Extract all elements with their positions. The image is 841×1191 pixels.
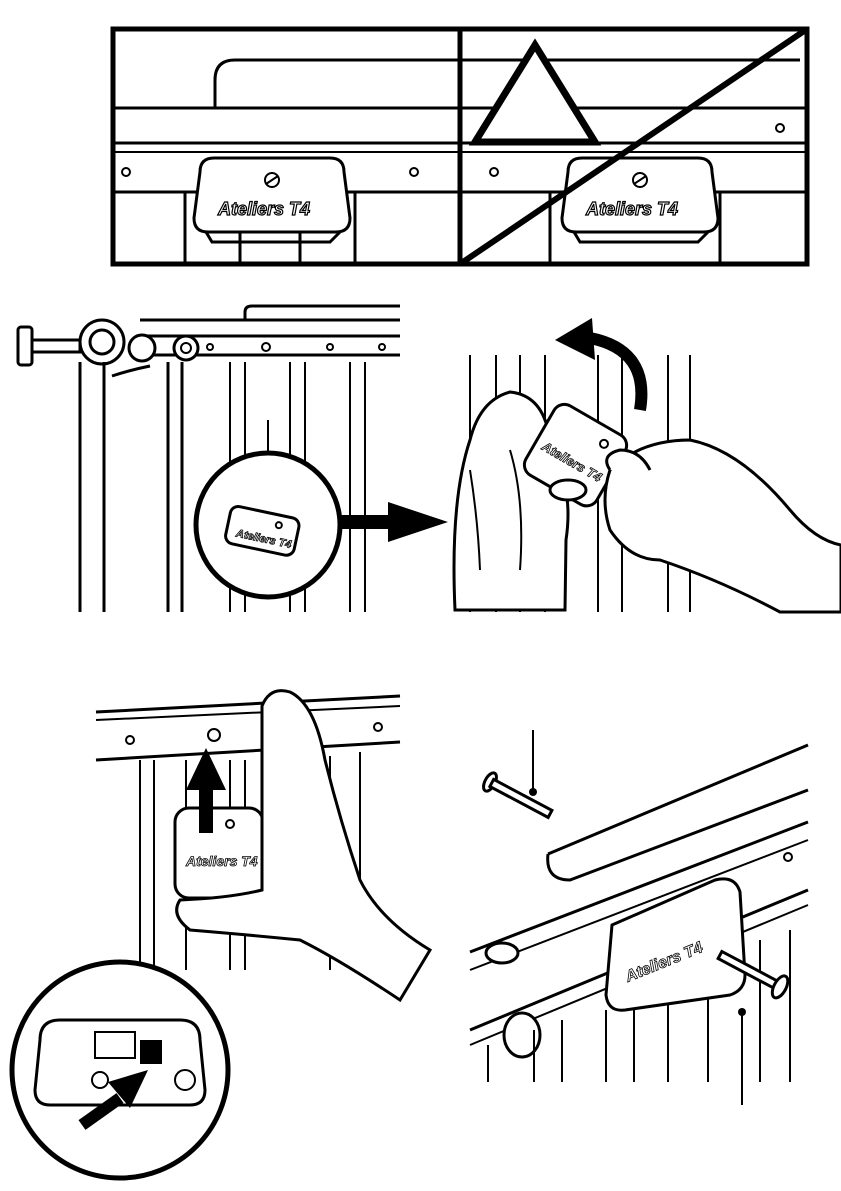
- arrow-right-icon: [340, 502, 448, 542]
- gate-frame-view: Ateliers T4: [18, 306, 448, 612]
- brand-logo: Ateliers T4: [217, 199, 310, 219]
- slide-bracket-up-view: Ateliers T4: [12, 691, 430, 1178]
- brand-logo: Ateliers T4: [185, 853, 258, 869]
- screw-fixing-view: Ateliers T4: [470, 730, 808, 1105]
- brand-logo: Ateliers T4: [585, 199, 678, 219]
- rotate-bracket-view: Ateliers T4: [454, 318, 841, 612]
- top-comparison-panel: Ateliers T4 Ateliers T4: [113, 29, 807, 264]
